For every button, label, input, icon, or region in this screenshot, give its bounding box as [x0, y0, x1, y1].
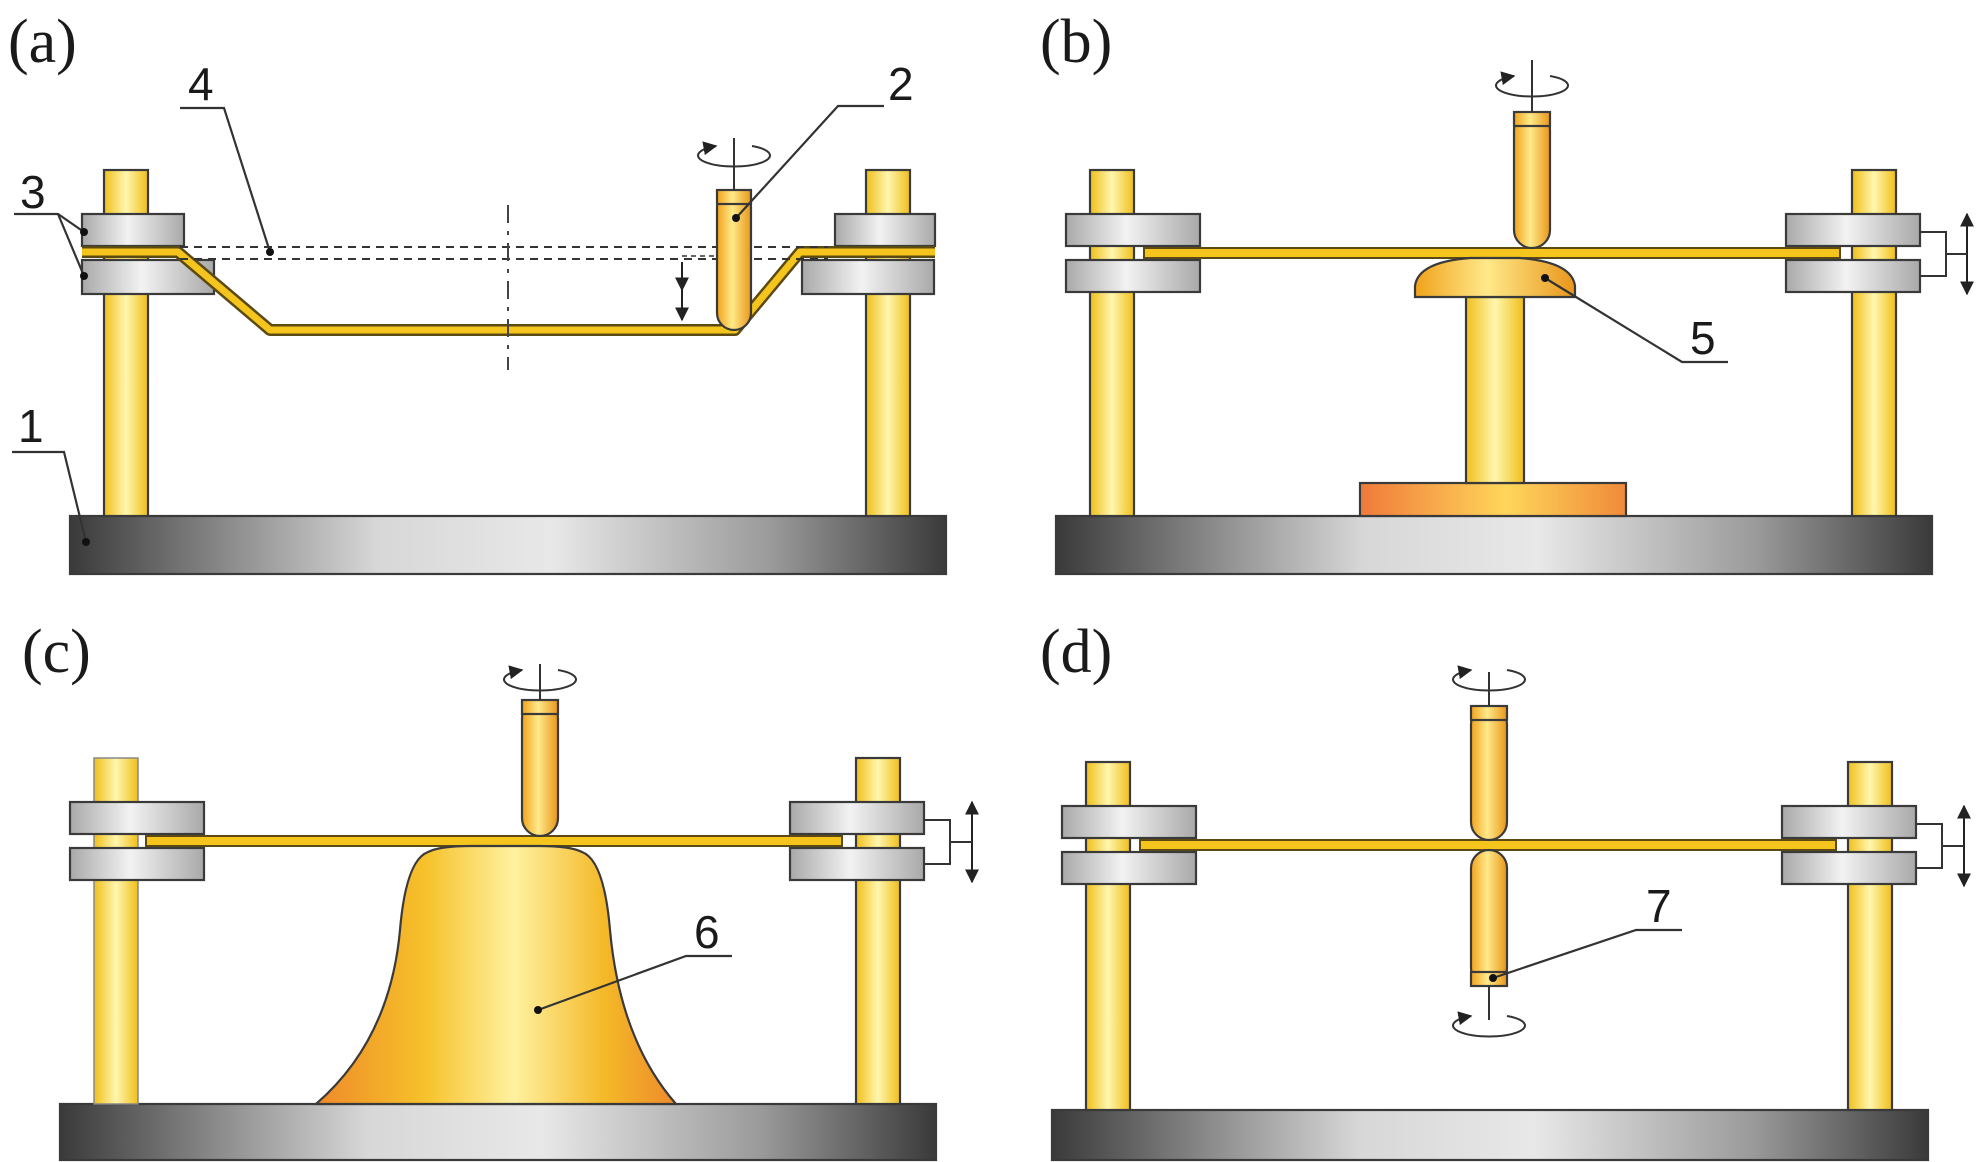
panel-b-label: (b) [1040, 8, 1112, 76]
callout-5: 5 [1690, 312, 1716, 364]
leader-5 [1544, 277, 1728, 364]
forming-tool-c [520, 698, 560, 838]
clamp-d-left-top [1060, 804, 1198, 840]
callout-7: 7 [1646, 880, 1672, 932]
base-plate-c [58, 1102, 938, 1162]
forming-tool-a [715, 188, 753, 332]
base-plate-b [1054, 514, 1934, 576]
rotation-arrow-d-top [1452, 665, 1526, 692]
leader-6 [537, 954, 732, 1012]
clamp-d-right-bottom [1780, 850, 1918, 886]
panel-c-label: (c) [22, 618, 91, 686]
bracket-b [1920, 231, 1947, 277]
clamp-b-right-top [1784, 212, 1922, 248]
panel-d-label: (d) [1040, 618, 1112, 686]
clamp-a-left-top [80, 212, 186, 248]
clamp-b-left-top [1064, 212, 1202, 248]
partial-die-5 [1413, 256, 1577, 299]
leader-2 [735, 104, 884, 219]
leader-3b [56, 213, 86, 277]
leader-4 [180, 106, 272, 253]
full-die-6 [313, 844, 679, 1106]
sheet-c [145, 835, 843, 847]
bracket-d [1916, 823, 1943, 869]
leader-1 [12, 450, 88, 543]
die-plate-b [1358, 481, 1628, 518]
clamp-c-right-bottom [788, 846, 926, 882]
clamp-c-right-top [788, 800, 926, 836]
callout-4: 4 [188, 58, 214, 110]
leader-7 [1492, 928, 1682, 980]
rotation-arrow-b [1495, 71, 1569, 98]
callout-1: 1 [18, 400, 44, 452]
bracket-c [924, 819, 951, 865]
callout-3: 3 [20, 166, 46, 218]
rotation-arrow-a [697, 141, 771, 168]
sheet-d [1139, 839, 1837, 851]
clamp-b-left-bottom [1064, 258, 1202, 294]
sheet-b [1143, 247, 1841, 259]
clamp-b-right-bottom [1784, 258, 1922, 294]
panel-a: (a) 1 2 [8, 8, 948, 576]
base-plate-a [68, 514, 948, 576]
clamp-a-right-top [833, 212, 937, 248]
panel-c: (c) 6 [22, 618, 979, 1162]
clamp-d-right-top [1780, 804, 1918, 840]
clamp-d-left-bottom [1060, 850, 1198, 886]
support-tool-7 [1469, 848, 1509, 988]
callout-6: 6 [694, 906, 720, 958]
panel-b: (b) 5 [1040, 8, 1974, 576]
forming-tool-d [1469, 704, 1509, 842]
rotation-arrow-d-bottom [1452, 1011, 1526, 1038]
clamp-c-left-bottom [68, 846, 206, 882]
panel-a-label: (a) [8, 8, 77, 76]
panel-d: (d) 7 [1040, 618, 1971, 1162]
base-plate-d [1050, 1108, 1930, 1162]
die-post-b [1464, 295, 1526, 485]
clamp-a-right-bottom [800, 258, 936, 296]
forming-tool-b [1512, 110, 1552, 250]
callout-2: 2 [888, 58, 914, 110]
rotation-arrow-c [503, 665, 577, 692]
clamp-c-left-top [68, 800, 206, 836]
